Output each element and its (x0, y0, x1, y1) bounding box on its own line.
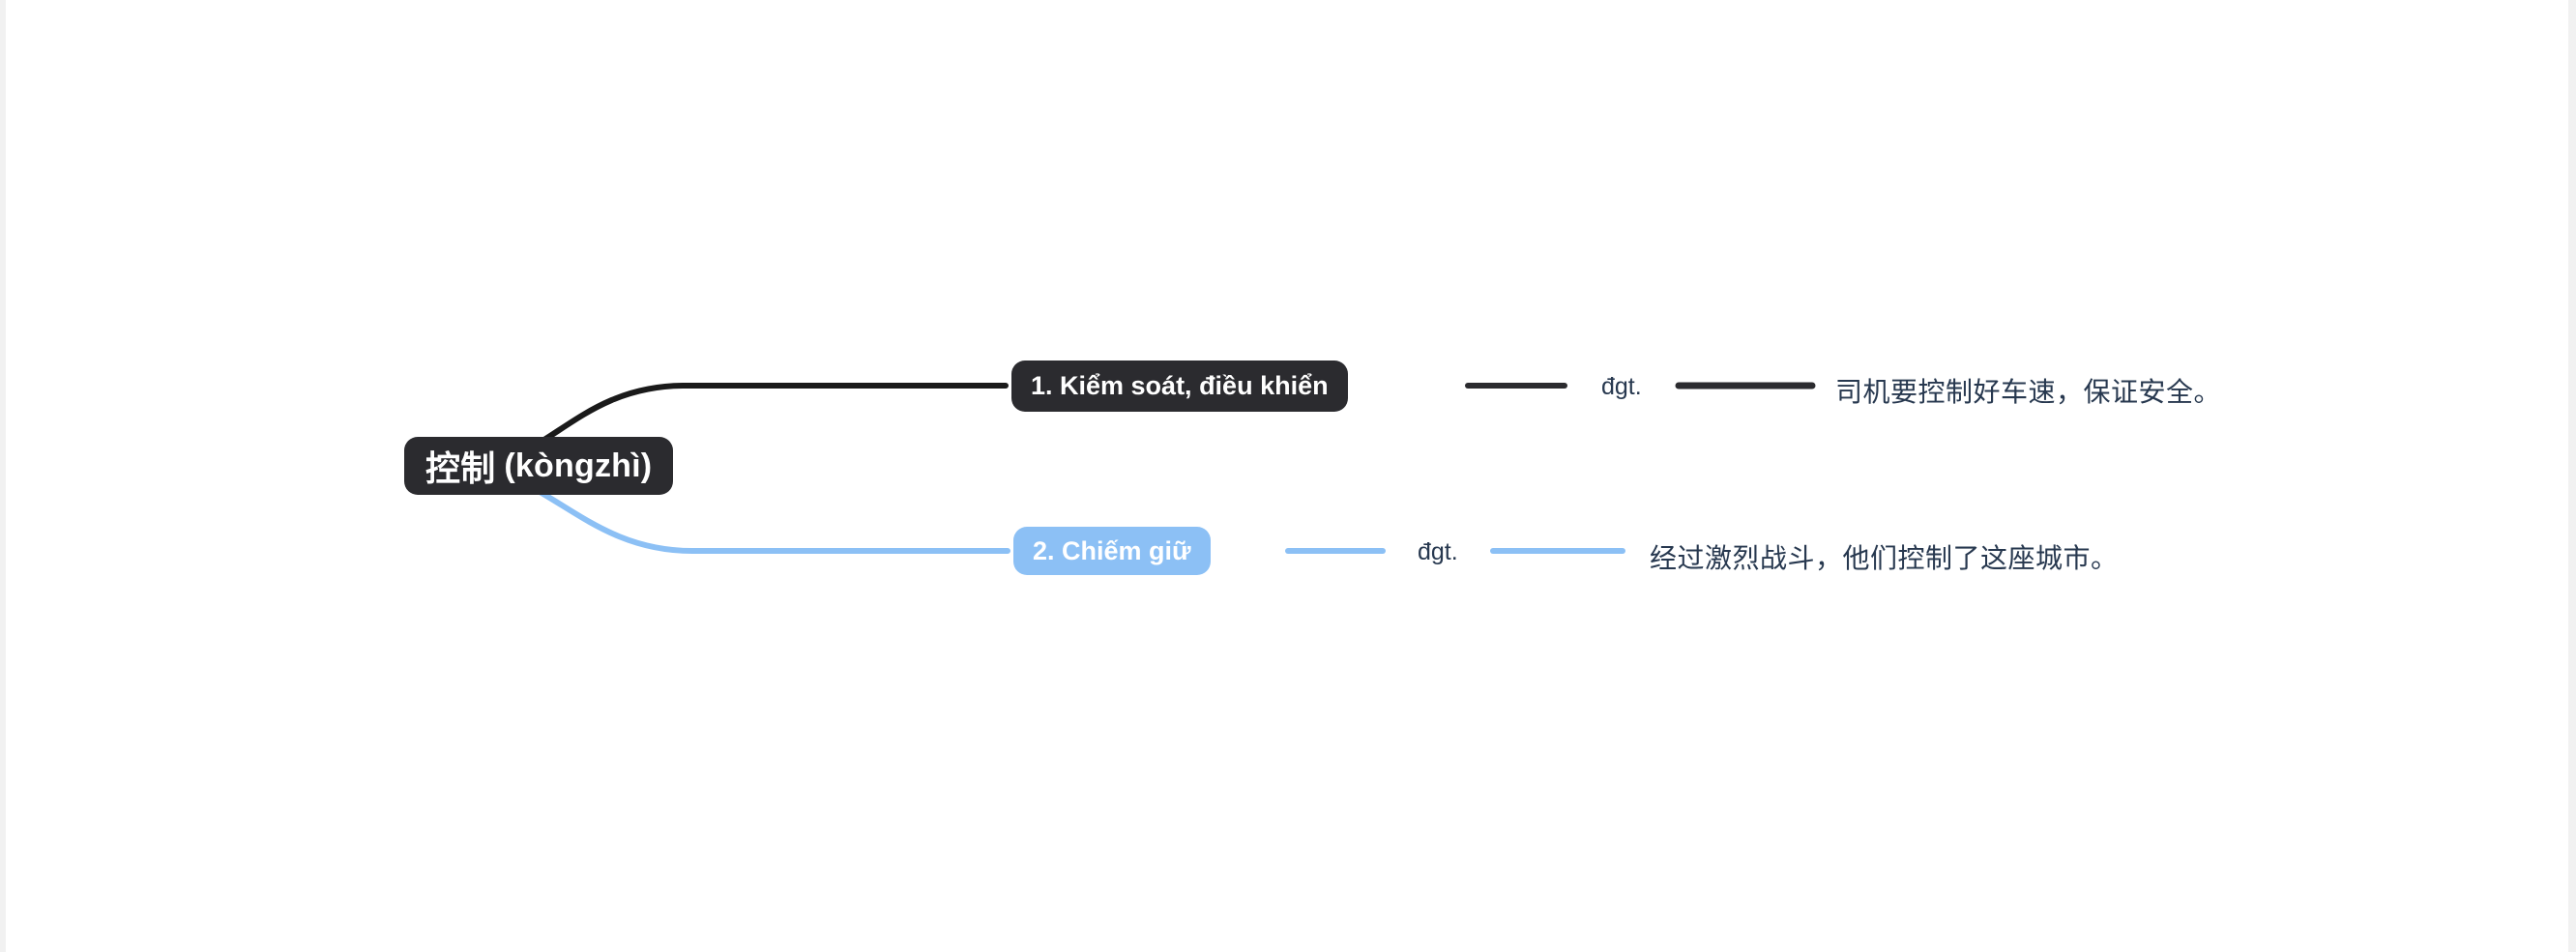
pos-label-1[interactable]: đgt. (1601, 373, 1642, 400)
branch-node-1[interactable]: 1. Kiểm soát, điều khiển (1011, 361, 1348, 412)
example-sentence-2[interactable]: 经过激烈战斗，他们控制了这座城市。 (1650, 543, 2119, 573)
pos-label-2[interactable]: đgt. (1418, 538, 1458, 565)
branch-1-label: 1. Kiểm soát, điều khiển (1031, 371, 1329, 400)
mindmap-canvas[interactable]: 控制 (kòngzhì) 1. Kiểm soát, điều khiển 2.… (6, 0, 2568, 952)
root-headword: 控制 (425, 448, 496, 488)
branch-2-label: 2. Chiếm giữ (1033, 535, 1191, 565)
connector-edges (465, 382, 1816, 554)
root-node[interactable]: 控制 (kòngzhì) (404, 437, 674, 495)
example-sentence-1[interactable]: 司机要控制好车速，保证安全。 (1835, 377, 2222, 407)
root-pinyin: (kòngzhì) (504, 447, 653, 484)
branch-node-2[interactable]: 2. Chiếm giữ (1013, 527, 1211, 575)
